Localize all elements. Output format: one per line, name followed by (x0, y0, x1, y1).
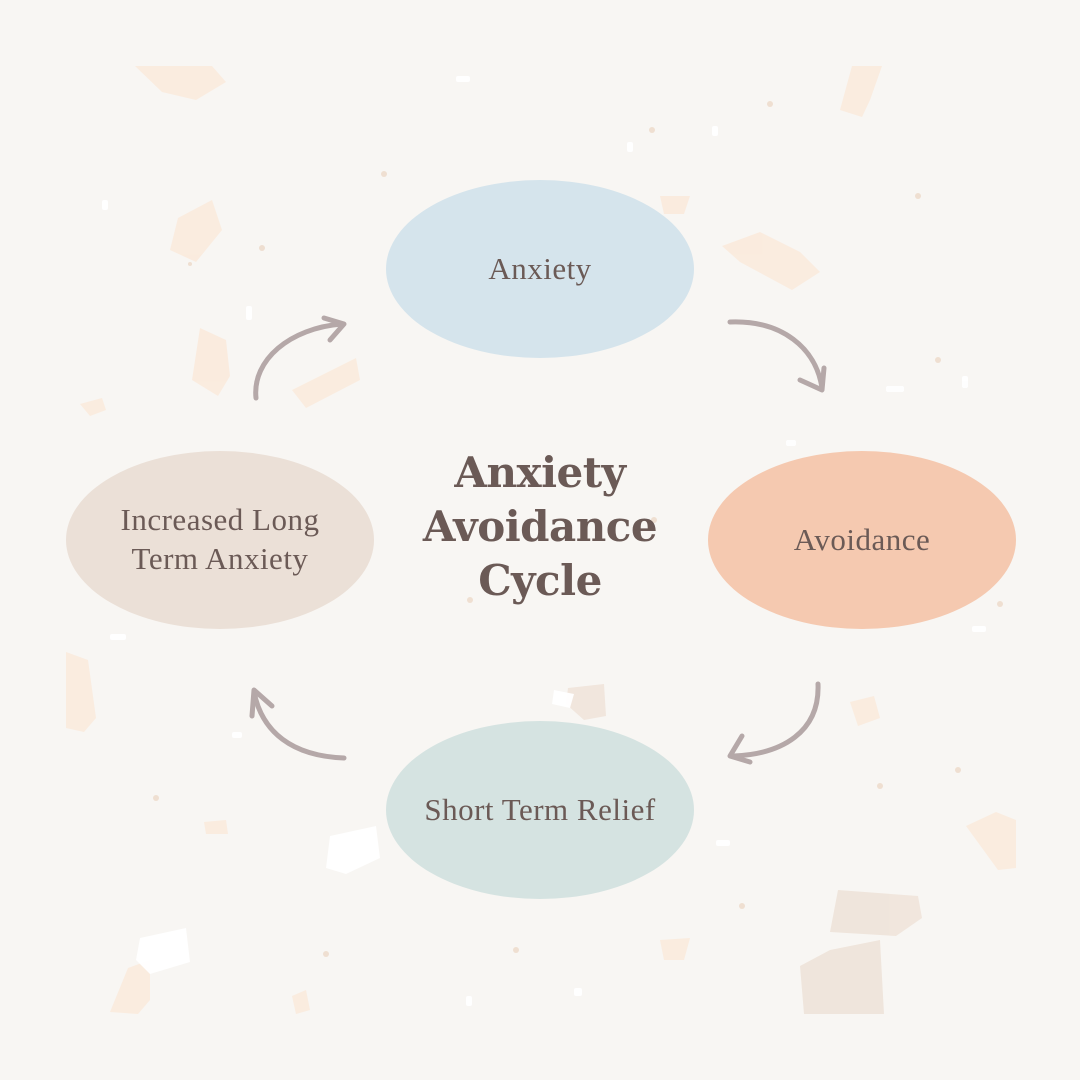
node-increased-long-term-anxiety: Increased Long Term Anxiety (66, 451, 374, 629)
node-avoidance: Avoidance (708, 451, 1016, 629)
node-increased-long-term-anxiety-label: Increased Long Term Anxiety (120, 502, 320, 576)
node-avoidance-label: Avoidance (793, 521, 931, 557)
title-line-3: Cycle (478, 555, 602, 605)
arrow-avoidance-to-relief (727, 681, 821, 765)
arrow-anxiety-to-avoidance (727, 319, 827, 393)
node-short-term-relief: Short Term Relief (386, 721, 694, 899)
node-short-term-relief-label: Short Term Relief (424, 791, 656, 827)
arrow-relief-to-increased (249, 687, 347, 761)
node-anxiety: Anxiety (386, 180, 694, 358)
diagram-title: Anxiety Avoidance Cycle (390, 446, 690, 607)
title-line-1: Anxiety (454, 448, 626, 497)
arrow-increased-to-anxiety (253, 315, 347, 401)
node-anxiety-label: Anxiety (488, 250, 592, 286)
title-line-2: Avoidance (422, 501, 658, 551)
